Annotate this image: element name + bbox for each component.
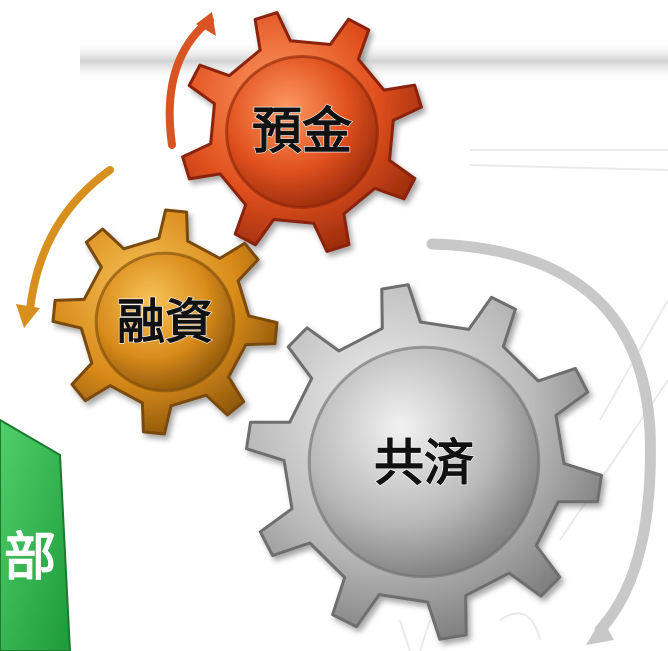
- deposit-arrow: [165, 12, 216, 149]
- mutual-aid-gear-label: 共済: [374, 434, 475, 492]
- deposit-gear: [181, 11, 423, 253]
- mutual-aid-gear: [245, 283, 603, 641]
- side-panel: 部: [0, 418, 72, 651]
- gear-mutual-aid-hub: [307, 345, 541, 579]
- mutual-aid-arrow: [426, 238, 656, 645]
- loan-arrow: [16, 166, 114, 328]
- gear-loan-hub: [94, 251, 236, 393]
- background-banner: [80, 40, 668, 82]
- loan-gear-label: 融資: [117, 294, 213, 350]
- side-panel-label: 部: [4, 528, 56, 588]
- gear-deposit-hub: [225, 55, 379, 209]
- deposit-gear-label: 預金: [252, 102, 353, 160]
- loan-gear: [51, 208, 279, 436]
